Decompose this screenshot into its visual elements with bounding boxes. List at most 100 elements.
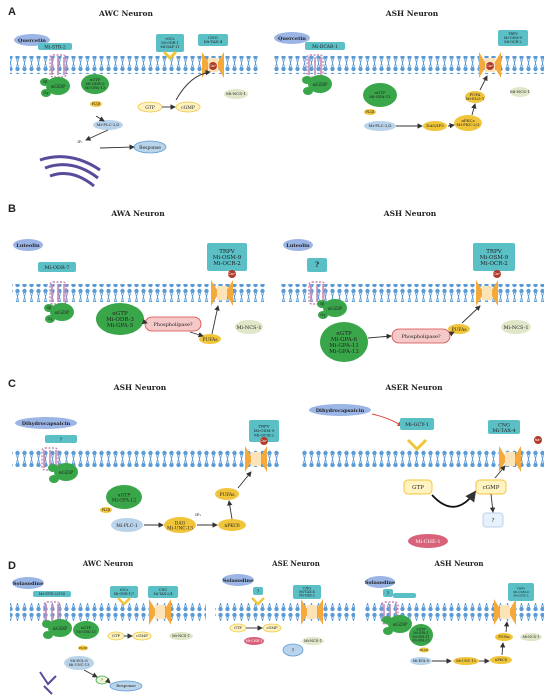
ncs-label-d: Mi-NCS-1	[172, 634, 190, 638]
g-alpha-label: αGDP	[51, 84, 66, 90]
g-gamma-subunit	[41, 89, 51, 97]
ligand-label: Solasodine	[223, 578, 253, 584]
ligand-luteolin-right	[283, 239, 313, 251]
membrane-d-left	[10, 603, 206, 621]
g-beta-subunit	[42, 620, 52, 628]
che-label: Mi-CHE-1	[415, 539, 440, 545]
receptor-label-c-right: Mi-GCY-1	[405, 422, 429, 428]
pkc-label-c: nPKCδ	[224, 523, 240, 529]
ligand-label: Dihydrocapsaicin	[22, 421, 71, 427]
gtp-box-c-right	[403, 479, 433, 495]
ncs-label-right: Mi-NCS-1	[510, 89, 530, 94]
ion-icon	[209, 62, 217, 70]
ncs-box-d-mid	[302, 637, 324, 645]
cng-box-c	[488, 420, 520, 434]
arrow	[503, 621, 510, 633]
ligand-label: Luteolin	[286, 243, 310, 249]
arrow	[99, 144, 135, 150]
g-beta-subunit	[382, 616, 392, 624]
cgmp-to-cng-arrow	[175, 70, 211, 101]
arrow	[448, 331, 455, 337]
g-beta-label: Gβ	[320, 302, 325, 306]
ip3-label: IP₃	[77, 140, 83, 144]
g-alpha-label: αGDP	[59, 470, 74, 476]
panel-letter-c: C	[8, 378, 16, 390]
channel-pore	[505, 452, 515, 466]
ligand-arrow	[371, 413, 403, 427]
cgmp-label-d: cGMP	[136, 633, 148, 638]
plcb-icon-d-right	[419, 647, 429, 653]
ligand-label: Quercetin	[278, 36, 306, 42]
ion-icon	[260, 437, 268, 445]
g-alpha-subunit	[46, 77, 70, 95]
ncs-box-right	[510, 87, 530, 97]
phospholipase-label: Phospholipase?	[153, 322, 192, 328]
response-box-d	[109, 680, 143, 692]
trpv-box	[498, 30, 528, 46]
arrow	[461, 305, 481, 324]
channel-b-right	[476, 280, 484, 306]
g-alpha-label: αGDP	[55, 310, 70, 316]
ligand-dihydrocapsaicin	[15, 417, 77, 429]
arrow	[367, 333, 392, 340]
channel-a-left	[202, 52, 210, 78]
panel-letter-b: B	[8, 203, 16, 215]
ncs-label: Mi-NCS-1	[226, 91, 246, 96]
g-gamma-subunit	[303, 87, 313, 95]
gc-receptor-icon-d	[117, 597, 131, 606]
channel-icon	[216, 52, 224, 78]
cgmp-ellipse	[175, 101, 201, 113]
ion-label: Na⁺	[535, 438, 541, 442]
ncs-box-d	[169, 632, 193, 640]
egl-box-d	[64, 656, 94, 670]
panel-a-left-title: AWC Neuron	[98, 9, 153, 18]
arrow	[479, 75, 488, 91]
gtp-box-right	[363, 83, 397, 107]
panel-letter-a: A	[8, 6, 16, 18]
che-label-d: Mi-CHE-1	[245, 639, 262, 643]
channel-icon	[508, 599, 516, 625]
g-alpha-subunit	[308, 75, 332, 93]
unc-label-d-right: Mi-UNC-13	[456, 659, 476, 663]
g-gamma-label: Gγ	[44, 91, 49, 95]
receptor-label-d-mid: ?	[257, 589, 260, 595]
channel-pore	[500, 605, 510, 619]
channel-a-right	[479, 52, 487, 78]
ligand-dihydrocapsaicin-right	[309, 404, 371, 416]
membrane-b-right	[280, 284, 544, 302]
receptor-label-box	[307, 258, 327, 272]
channel-d-right	[494, 599, 502, 625]
plc-box-right	[364, 121, 396, 131]
g-alpha-subunit	[54, 463, 78, 481]
g-alpha-subunit	[50, 303, 74, 321]
channel-d-mid	[301, 599, 309, 625]
ion-label: Ca²⁺	[209, 64, 217, 68]
channel-pore	[217, 286, 227, 300]
ion-label: Ca²⁺	[493, 272, 501, 276]
unc-box-d-right	[453, 657, 479, 665]
plcb-label-d-right: PLCβ	[420, 648, 428, 652]
cng-box-d	[148, 586, 178, 598]
ion-icon	[228, 270, 236, 278]
channel-pore	[251, 452, 261, 466]
channel-pore	[155, 605, 165, 619]
ligand-luteolin	[13, 239, 43, 251]
arrow	[85, 129, 109, 141]
arrow	[83, 669, 98, 678]
channel-icon	[493, 52, 501, 78]
membrane-b-left	[12, 284, 265, 302]
g-alpha-label: αGDP	[328, 306, 343, 312]
egl-label-d-right: Mi-EGL-8	[413, 659, 429, 663]
receptor-label-box	[38, 43, 72, 50]
ncs-label-b-right: Mi-NCS-1	[503, 325, 528, 331]
receptor-label-d-right: ?	[387, 591, 390, 597]
g-gamma-label: Gγ	[321, 313, 326, 317]
